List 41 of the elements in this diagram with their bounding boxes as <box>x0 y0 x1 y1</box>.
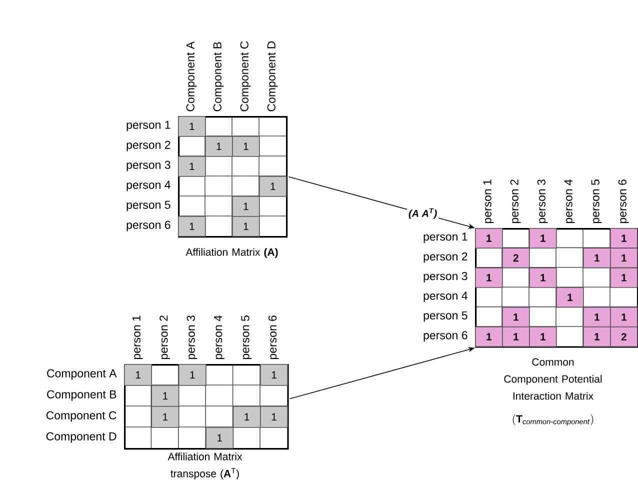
matrix-cell: 1 <box>502 326 530 347</box>
matrix-cell: 1 <box>178 216 206 237</box>
matrix-caption: Common Component Potential Interaction Matrix <box>504 358 602 400</box>
matrix-cell: 1 <box>178 116 206 137</box>
matrix-cell: 1 <box>583 326 611 347</box>
row-label: person 6 <box>424 331 468 342</box>
matrix-cell: 1 <box>260 406 288 428</box>
matrix-cell: 1 <box>529 326 557 347</box>
matrix-caption: Affiliation Matrix (A) <box>186 248 278 258</box>
matrix-cell: 1 <box>205 136 233 157</box>
matrix-cell: 1 <box>502 306 530 328</box>
matrix-cell: 1 <box>583 248 611 268</box>
row-label: person 1 <box>424 232 468 243</box>
matrix-cell: 1 <box>610 267 638 288</box>
matrix-cell: 1 <box>151 385 180 407</box>
matrix-cell: 1 <box>232 196 260 217</box>
matrix-cell: 1 <box>610 248 638 268</box>
matrix-caption: Affiliation Matrix transpose (A$^{T}$) <box>168 452 242 480</box>
matrix-cell: 1 <box>529 267 557 288</box>
matrix-cell: 1 <box>475 326 503 347</box>
matrix-cell: 1 <box>206 427 234 449</box>
matrix-cell: 2 <box>502 248 530 268</box>
matrix-cell: 1 <box>260 364 288 386</box>
matrix-cell: 1 <box>151 406 180 428</box>
matrix-cell: 1 <box>232 406 261 428</box>
matrix-cell: 1 <box>556 287 584 308</box>
matrix-cell: 1 <box>475 228 503 248</box>
matrix-cell: 1 <box>610 228 638 248</box>
edge-label: (A A$^{T}$) <box>406 206 439 220</box>
matrix-cell: 2 <box>610 326 638 347</box>
matrix-cell: 1 <box>232 216 260 237</box>
matrix-cell: 1 <box>178 156 206 177</box>
matrix-cell: 1 <box>610 306 638 328</box>
matrix-caption: $(\mathbf{T}_{\textit{common-component}})$ <box>512 414 594 426</box>
matrix-cell: 1 <box>232 136 260 157</box>
matrix-cell: 1 <box>475 267 503 288</box>
matrix-cell: 1 <box>529 228 557 248</box>
matrix-cell: 1 <box>583 306 611 328</box>
matrix-cell: 1 <box>178 364 206 386</box>
matrix-cell: 1 <box>124 364 152 386</box>
matrix-cell: 1 <box>259 176 287 197</box>
